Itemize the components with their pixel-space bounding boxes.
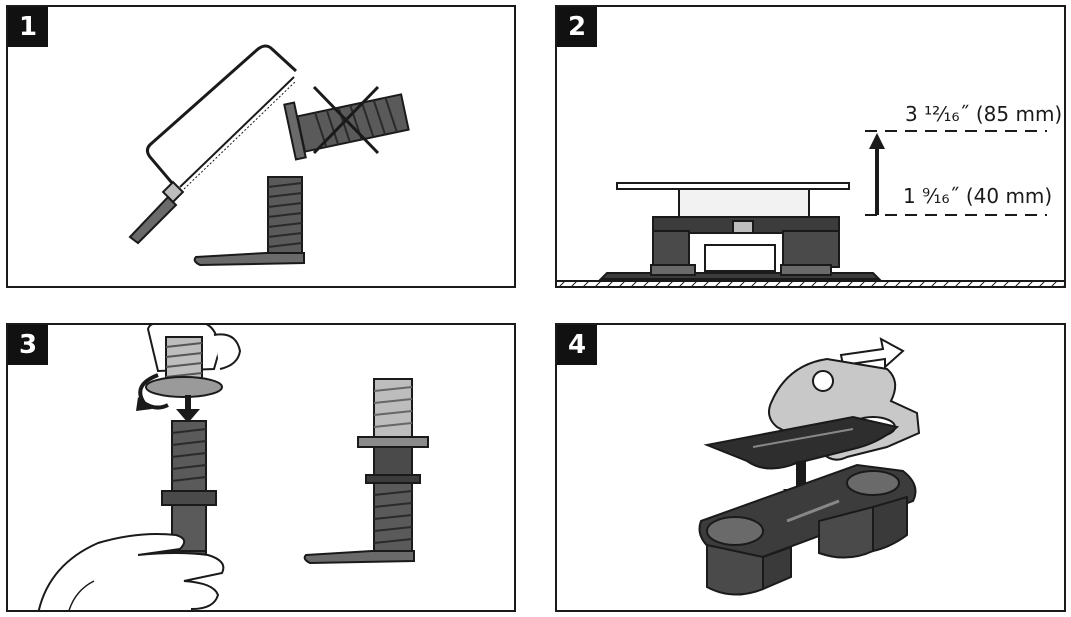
step-3-illustration [37, 325, 429, 610]
height-arrow-icon [869, 133, 885, 215]
down-arrow-icon [176, 395, 200, 423]
dimension-lower-label: 1 ⁹⁄₁₆˝ (40 mm) [903, 184, 1052, 208]
step-1-panel: 1 [6, 5, 516, 288]
step-number-badge: 3 [8, 325, 48, 365]
step-number-badge: 1 [8, 7, 48, 47]
step-1-illustration [128, 44, 410, 267]
step-4-panel: 4 [555, 323, 1066, 612]
step-2-illustration: 3 ¹²⁄₁₆˝ (85 mm) 1 ⁹⁄₁₆˝ (40 mm) [557, 102, 1064, 286]
dimension-upper-label: 3 ¹²⁄₁₆˝ (85 mm) [905, 102, 1062, 126]
threaded-stud-icon [193, 176, 305, 267]
step-2-panel: 2 [555, 5, 1066, 288]
step-4-illustration [698, 337, 921, 596]
crossed-out-screw-icon [283, 85, 410, 161]
step-number-badge: 4 [557, 325, 597, 365]
hacksaw-icon [128, 44, 298, 245]
step-3-panel: 3 [6, 323, 516, 612]
step-number-badge: 2 [557, 7, 597, 47]
